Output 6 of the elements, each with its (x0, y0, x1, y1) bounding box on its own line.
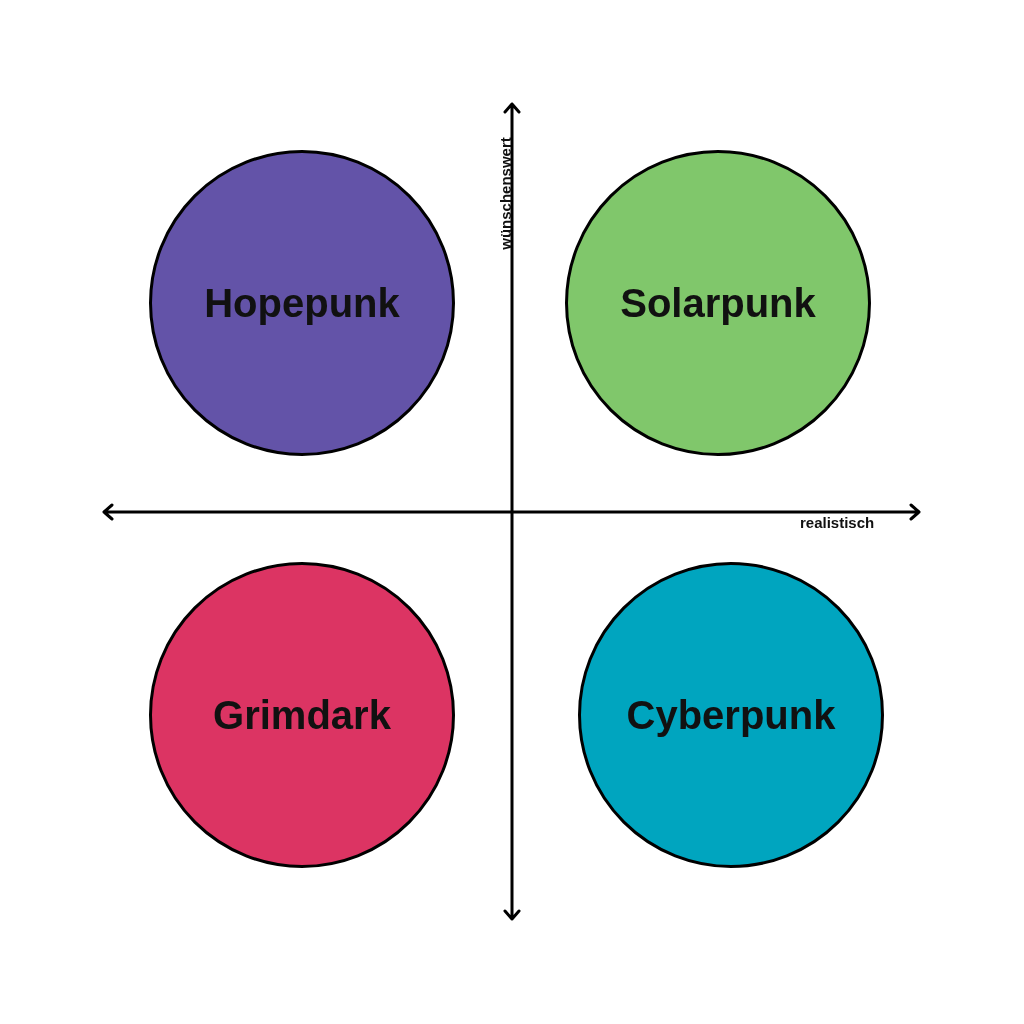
category-label: Hopepunk (204, 280, 400, 326)
category-label: Grimdark (213, 692, 391, 738)
category-label: Solarpunk (620, 280, 816, 326)
category-label: Cyberpunk (626, 692, 836, 738)
axis-label: realistisch (800, 514, 875, 531)
axis-label: wünschenswert (496, 136, 514, 252)
